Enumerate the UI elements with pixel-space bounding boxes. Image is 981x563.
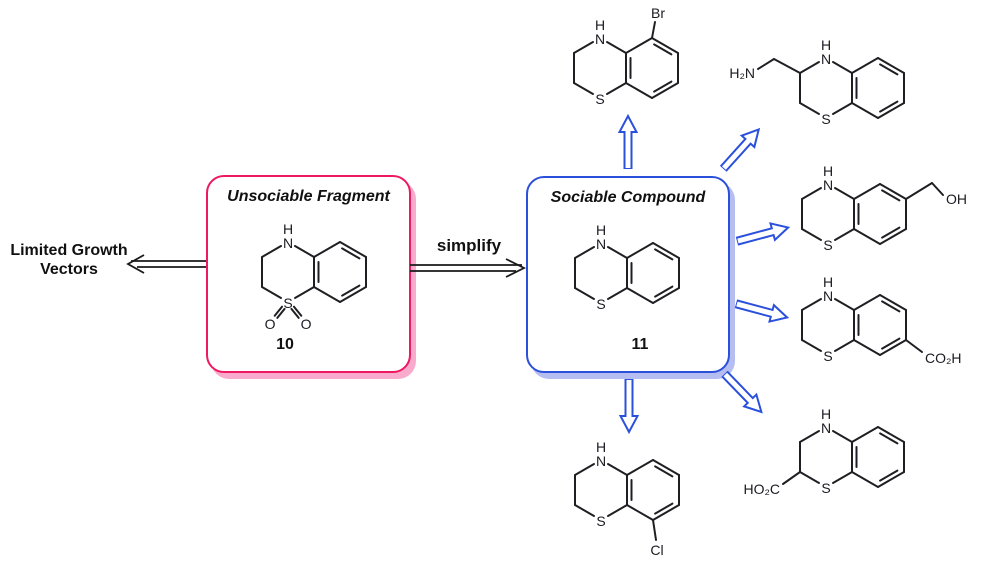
atom-o-right: O — [301, 316, 312, 332]
molecule-11-benzothiazine: H N S — [574, 222, 680, 312]
substituent-cl: Cl — [650, 542, 663, 558]
bond-to-br — [651, 21, 656, 39]
atom-n: N — [595, 31, 605, 47]
atom-o-left: O — [265, 316, 276, 332]
simplify-double-arrow — [410, 258, 527, 278]
atom-h: H — [821, 406, 831, 422]
sociable-box-title: Sociable Compound — [550, 189, 706, 206]
arrow-to-bromo — [617, 113, 639, 169]
bonds-to-oh — [905, 182, 944, 200]
arrow-to-chloro — [618, 379, 640, 435]
bond-to-cl — [652, 519, 657, 541]
molecule-carboxylic-2-derivative: H N S HO₂C — [743, 406, 905, 497]
atom-s: S — [821, 480, 830, 496]
unsociable-fragment-box: Unsociable Fragment — [206, 175, 411, 373]
atom-n: N — [283, 235, 293, 251]
left-double-arrow — [126, 254, 208, 274]
atom-s: S — [823, 348, 832, 364]
substituent-co2h: CO₂H — [925, 350, 962, 366]
atom-h: H — [595, 17, 605, 33]
atom-s: S — [595, 91, 604, 107]
limited-growth-vectors-label: Limited Growth Vectors — [0, 241, 138, 279]
molecule-bromo-derivative: H N S Br — [573, 5, 679, 107]
atom-n: N — [823, 288, 833, 304]
substituent-oh: OH — [946, 191, 967, 207]
atom-s: S — [823, 237, 832, 253]
atom-n: N — [823, 177, 833, 193]
sociable-compound-box: Sociable Compound — [526, 176, 730, 373]
atom-s: S — [283, 295, 292, 311]
arrow-to-carboxylic — [733, 293, 793, 329]
bond-to-ho2c — [782, 471, 801, 485]
substituent-h2n: H₂N — [729, 65, 755, 81]
molecule-hydroxymethyl-derivative: H N S OH — [801, 163, 967, 253]
compound-number-11: 11 — [631, 336, 649, 353]
atom-h: H — [823, 274, 833, 290]
molecule-aminomethyl-derivative: H N S H₂N — [729, 37, 905, 127]
atom-s: S — [821, 111, 830, 127]
atom-s: S — [596, 296, 605, 312]
atom-s: S — [596, 513, 605, 529]
molecule-chloro-derivative: H N S Cl — [574, 439, 680, 558]
label-line1: Limited Growth — [10, 242, 128, 259]
compound-number-10: 10 — [276, 336, 294, 353]
bonds-to-nh2 — [757, 58, 801, 74]
substituent-br: Br — [651, 5, 665, 21]
atom-n: N — [821, 420, 831, 436]
atom-h: H — [596, 222, 606, 238]
arrow-to-hydroxymethyl — [734, 216, 794, 252]
label-line2: Vectors — [40, 261, 98, 278]
simplify-label: simplify — [436, 236, 502, 255]
arrow-to-aminomethyl — [715, 120, 769, 176]
substituent-ho2c: HO₂C — [743, 481, 780, 497]
molecule-10-benzothiazine-dioxide: H N S O O — [261, 221, 367, 332]
atom-n: N — [821, 51, 831, 67]
atom-h: H — [283, 221, 293, 237]
atom-n: N — [596, 236, 606, 252]
arrow-to-carboxylic-2 — [717, 366, 772, 422]
unsociable-box-title: Unsociable Fragment — [227, 188, 390, 205]
bond-to-co2h — [905, 339, 923, 353]
sulfonyl-bonds — [273, 305, 303, 319]
atom-h: H — [821, 37, 831, 53]
atom-h: H — [596, 439, 606, 455]
molecule-carboxylic-derivative: H N S CO₂H — [801, 274, 962, 366]
atom-n: N — [596, 453, 606, 469]
atom-h: H — [823, 163, 833, 179]
